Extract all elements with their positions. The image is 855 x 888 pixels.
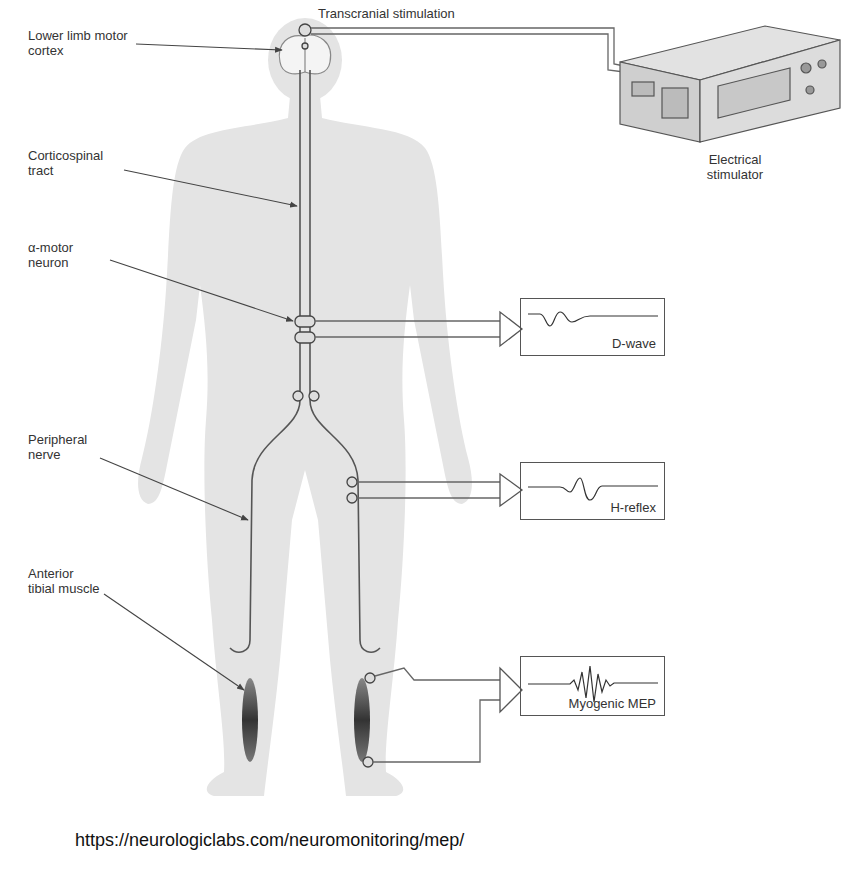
amplifier-symbol [500,312,522,712]
stimulator-device [620,26,840,142]
node-label: Myogenic MEP [569,696,656,711]
source-url: https://neurologiclabs.com/neuromonitori… [75,829,635,851]
node-label: H-reflex [610,500,656,515]
node-label: D-wave [612,336,656,351]
signal-box: D-wave [520,298,665,356]
part-label: Peripheral nerve [28,432,98,462]
stimulation-label: Transcranial stimulation [318,6,538,21]
part-label: α-motor neuron [28,240,106,270]
part-label: Anterior tibial muscle [28,566,102,596]
brain [279,35,330,74]
stimulator-wire [311,28,624,72]
waveform [528,312,658,702]
signal-box: Myogenic MEP [520,656,665,716]
part-label: Corticospinal tract [28,148,120,178]
leader-lines [100,44,297,690]
node-label: Electrical stimulator [687,152,783,182]
body-silhouette [138,18,472,796]
device-box: Electrical stimulator [670,152,800,192]
part-label: Lower limb motor cortex [28,28,128,58]
tibial-muscle [242,678,258,762]
electrodes [293,24,375,767]
signal-box: H-reflex [520,462,665,520]
recording-wires [315,321,500,762]
spinal-cord [230,70,380,652]
tibial-muscle [354,678,370,762]
